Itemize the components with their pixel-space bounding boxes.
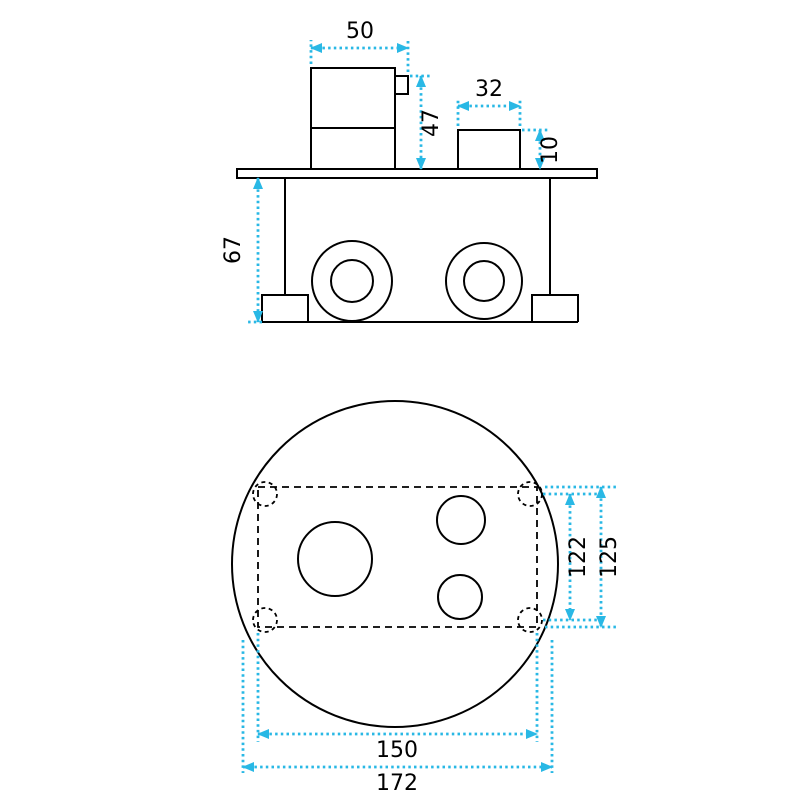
right-port-outer [445, 242, 523, 320]
right-port-inner [463, 260, 505, 302]
dim-spout-height: 10 [522, 128, 563, 170]
side-view-outline [236, 67, 598, 323]
dim-label-knob-width: 50 [346, 19, 374, 44]
dim-label-hole-spacing-horizontal: 150 [376, 738, 418, 763]
dim-label-knob-height: 47 [419, 109, 444, 137]
dim-box-depth: 67 [221, 177, 263, 324]
screw-hole-top-right [517, 481, 543, 507]
screw-hole-bottom-right [517, 607, 543, 633]
left-port-outer [311, 240, 393, 322]
dim-knob-height: 47 [410, 74, 444, 170]
outlet-hole-top [436, 495, 486, 545]
front-view-outline [231, 400, 559, 728]
dim-label-plate-diameter: 172 [376, 771, 418, 796]
left-port-inner [330, 259, 374, 303]
side-view: 50 47 32 10 67 [221, 19, 598, 324]
dim-label-cutout-height: 125 [597, 536, 622, 578]
screw-hole-bottom-left [252, 607, 278, 633]
box-left-foot [261, 294, 309, 322]
box-right-foot [531, 294, 579, 322]
dim-cutout-height: 125 [545, 485, 622, 629]
valve-hole [297, 521, 373, 597]
dim-hole-spacing-horizontal: 150 [256, 633, 539, 763]
mounting-plate [236, 168, 598, 179]
dim-label-box-depth: 67 [221, 236, 246, 264]
outlet-hole-bottom [437, 574, 483, 620]
dim-spout-width: 32 [456, 77, 522, 126]
dim-label-spout-height: 10 [538, 136, 563, 164]
dim-plate-diameter: 172 [241, 640, 554, 796]
dim-label-spout-width: 32 [475, 77, 503, 102]
dim-knob-width: 50 [309, 19, 410, 72]
valve-cartridge [310, 67, 396, 170]
cutout-rect [257, 486, 538, 628]
dim-hole-spacing-vertical: 122 [543, 492, 604, 622]
dim-label-hole-spacing-vertical: 122 [566, 536, 591, 578]
screw-hole-top-left [252, 481, 278, 507]
face-plate-circle [231, 400, 559, 728]
cartridge-tab [394, 75, 409, 95]
front-view: 122 125 150 172 [231, 400, 622, 796]
spout-stub [457, 129, 521, 170]
